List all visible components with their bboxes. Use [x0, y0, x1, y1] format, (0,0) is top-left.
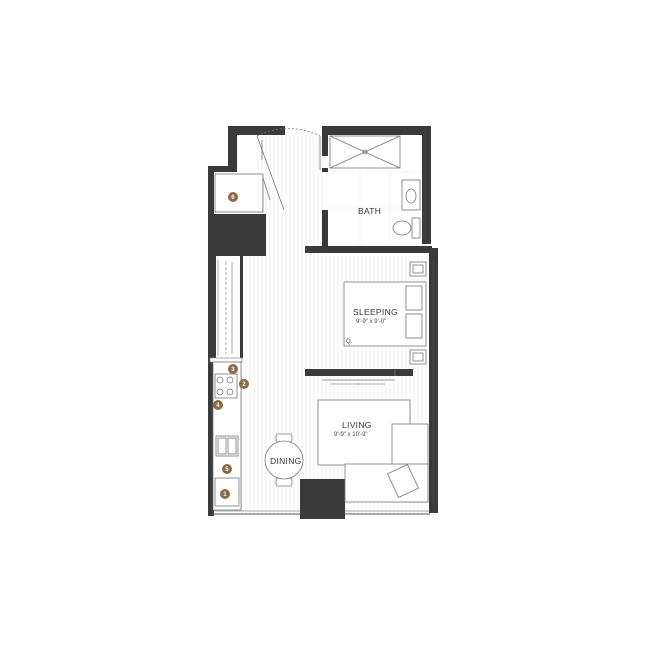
laundry-closet: [214, 173, 271, 213]
living-label: LIVING: [342, 420, 372, 430]
marker-3-number: 3: [231, 367, 235, 373]
bed-size-label: Q.: [346, 339, 353, 345]
marker-5: 5: [222, 464, 232, 474]
marker-6-number: 6: [231, 195, 235, 201]
windows: [212, 260, 434, 515]
living-dims: 9'-9" x 10'-9": [334, 432, 368, 438]
walls: [208, 126, 438, 519]
sleeping-dims: 9'-9" x 9'-0": [356, 319, 386, 325]
bath-fixtures: [392, 179, 421, 239]
sleeping-label: SLEEPING: [353, 307, 398, 317]
dining-set: [264, 433, 304, 487]
bath-label: BATH: [358, 206, 381, 216]
bed: [343, 261, 427, 365]
closet-sliding: [322, 370, 396, 385]
kitchen: [212, 361, 242, 511]
entry-door: [256, 128, 321, 211]
marker-6: 6: [228, 192, 238, 202]
marker-2-number: 2: [242, 382, 246, 388]
dining-label: DINING: [270, 456, 302, 466]
marker-1-number: 1: [223, 492, 227, 498]
marker-3: 3: [228, 364, 238, 374]
marker-2: 2: [239, 379, 249, 389]
living-furniture: [317, 399, 429, 503]
marker-4: 4: [213, 400, 223, 410]
marker-5-number: 5: [225, 467, 229, 473]
shower: [329, 135, 401, 169]
marker-1: 1: [220, 489, 230, 499]
marker-4-number: 4: [216, 403, 220, 409]
